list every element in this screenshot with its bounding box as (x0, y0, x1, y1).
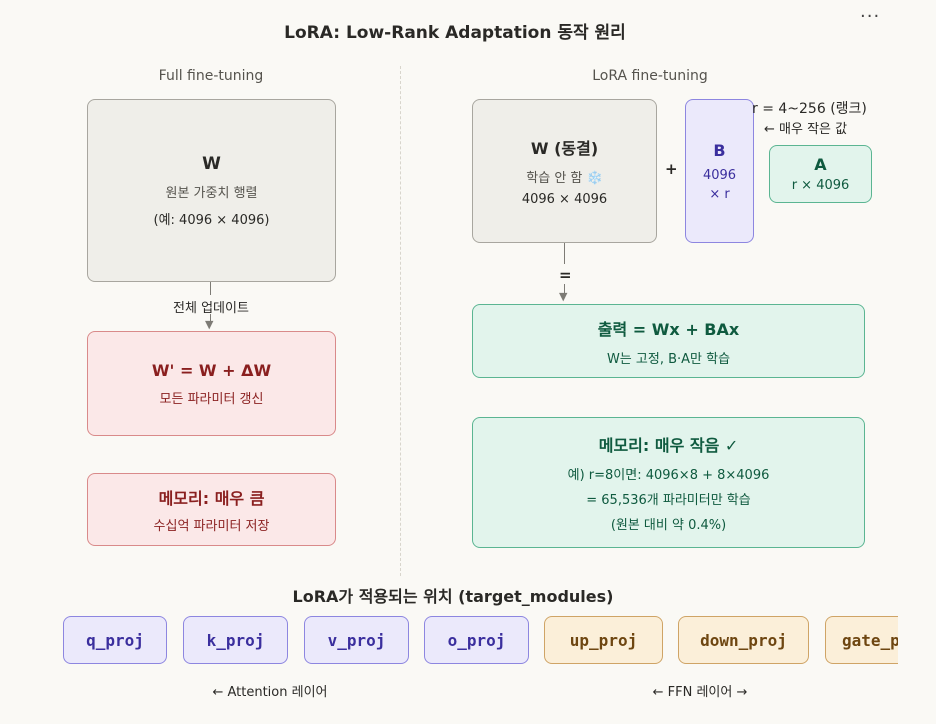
frozen-weight-desc: 학습 안 함 (526, 171, 583, 186)
frozen-weight-box: W (동결) 학습 안 함 ❄️ 4096 × 4096 (472, 99, 657, 243)
matrix-b-name: B (713, 140, 726, 160)
full-update-label: 전체 업데이트 (173, 301, 249, 316)
connector-line (210, 282, 211, 295)
lora-finetuning-heading: LoRA fine-tuning (592, 68, 708, 84)
attention-layer-label: ← Attention 레이어 (212, 685, 328, 700)
full-finetuning-heading: Full fine-tuning (158, 68, 264, 84)
rank-hint: ← 매우 작은 값 (764, 122, 848, 137)
lora-output-desc: W는 고정, B·A만 학습 (606, 351, 731, 367)
full-memory-box: 메모리: 매우 큼 수십억 파라미터 저장 (87, 473, 336, 546)
lora-output-formula: 출력 = Wx + BAx (597, 319, 740, 339)
updated-weight-name: W' = W + ΔW (151, 360, 272, 380)
module-chip-down-proj[interactable]: down_proj (678, 616, 809, 664)
module-chip-up-proj[interactable]: up_proj (544, 616, 663, 664)
rank-note: r = 4~256 (랭크) (752, 101, 867, 117)
matrix-b-box: B 4096 × r (685, 99, 754, 243)
full-memory-title: 메모리: 매우 큼 (158, 489, 265, 508)
frozen-weight-name: W (동결) (530, 139, 599, 158)
frozen-weight-dims: 4096 × 4096 (521, 192, 608, 207)
module-chip-q-proj[interactable]: q_proj (63, 616, 167, 664)
section-divider (400, 66, 401, 576)
target-modules-heading: LoRA가 적용되는 위치 (target_modules) (292, 587, 614, 606)
lora-output-box: 출력 = Wx + BAx W는 고정, B·A만 학습 (472, 304, 865, 378)
ffn-layer-label: ← FFN 레이어 → (652, 685, 748, 700)
updated-weight-box: W' = W + ΔW 모든 파라미터 갱신 (87, 331, 336, 436)
matrix-a-box: A r × 4096 (769, 145, 872, 203)
arrow-down-icon: ▼ (205, 318, 214, 331)
module-chip-gate-proj[interactable]: gate_proj (825, 616, 898, 664)
lora-memory-title: 메모리: 매우 작음 ✓ (598, 436, 739, 455)
matrix-a-name: A (814, 155, 827, 174)
original-weight-box: W 원본 가중치 행렬 (예: 4096 × 4096) (87, 99, 336, 282)
plus-sign: + (665, 160, 678, 178)
module-chip-k-proj[interactable]: k_proj (183, 616, 288, 664)
lora-memory-box: 메모리: 매우 작음 ✓ 예) r=8이면: 4096×8 + 8×4096 =… (472, 417, 865, 548)
matrix-b-rows: 4096 (702, 167, 737, 183)
module-chip-o-proj[interactable]: o_proj (424, 616, 529, 664)
full-memory-desc: 수십억 파라미터 저장 (153, 519, 270, 534)
lora-memory-line1: 예) r=8이면: 4096×8 + 8×4096 (567, 468, 770, 483)
connector-line (210, 314, 211, 323)
arrow-down-icon: ▼ (559, 290, 568, 303)
matrix-b-cols: × r (709, 186, 730, 202)
weight-example: (예: 4096 × 4096) (153, 212, 270, 228)
connector-line (564, 284, 565, 293)
snowflake-icon: ❄️ (586, 171, 603, 186)
connector-line (564, 243, 565, 264)
weight-name: W (202, 153, 221, 174)
lora-memory-line2: = 65,536개 파라미터만 학습 (586, 493, 751, 508)
updated-weight-desc: 모든 파라미터 갱신 (159, 391, 264, 407)
weight-desc: 원본 가중치 행렬 (165, 185, 258, 201)
more-options-icon[interactable]: ··· (860, 6, 881, 27)
lora-memory-line3: (원본 대비 약 0.4%) (610, 518, 727, 533)
module-chip-v-proj[interactable]: v_proj (304, 616, 409, 664)
diagram-title: LoRA: Low-Rank Adaptation 동작 원리 (284, 23, 626, 43)
equals-sign: = (559, 266, 572, 284)
matrix-a-dims: r × 4096 (791, 178, 850, 193)
